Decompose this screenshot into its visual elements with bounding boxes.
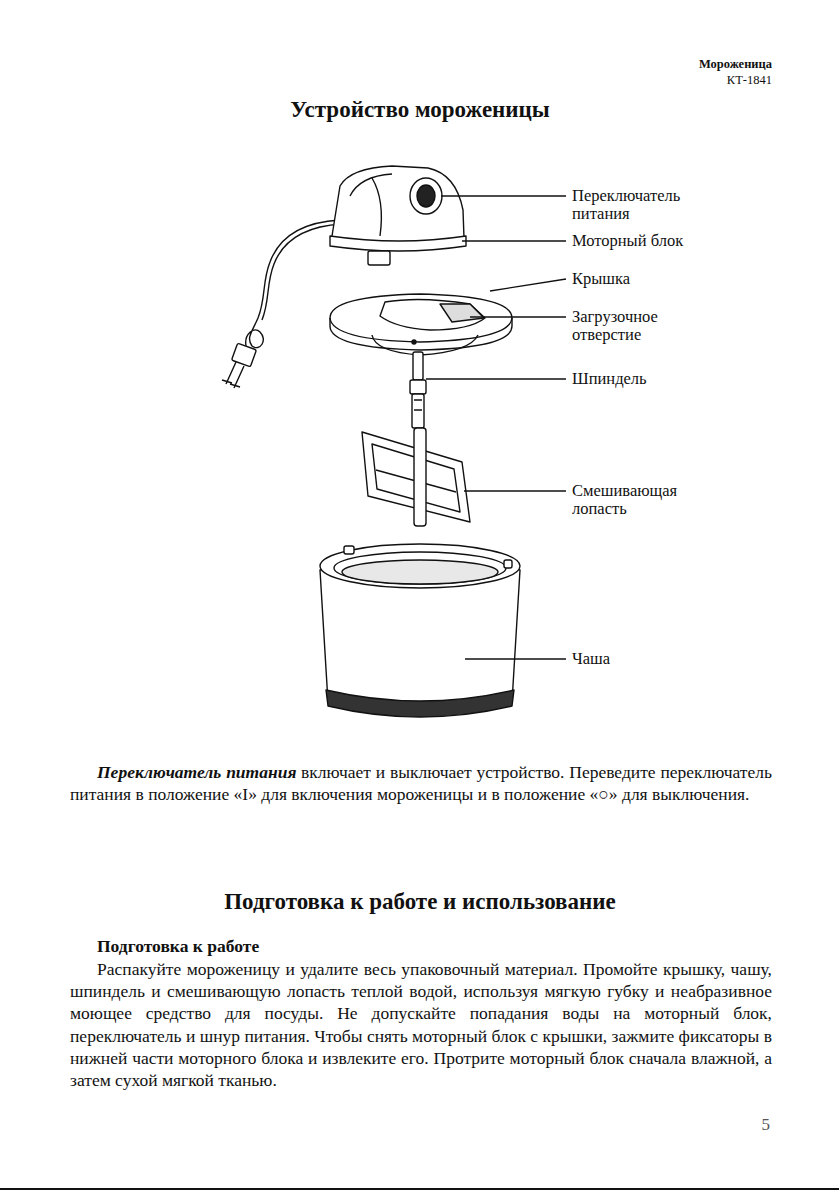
part-label: Смешивающая лопасть [572,482,712,518]
term: Переключатель питания [97,762,296,782]
paragraph: Переключатель питаниявключает и выключае… [70,761,772,805]
part-label: Шпиндель [572,370,772,388]
part-label: Переключатель питания [572,187,712,223]
part-label: Крышка [572,270,772,288]
running-header: Мороженица [600,57,772,72]
page-edge [0,1188,839,1190]
part-label: Загрузочное отверстие [572,308,712,344]
page-number: 5 [740,1115,770,1135]
subheading: Подготовка к работе [97,935,597,957]
leader-lines [426,196,566,659]
part-label: Чаша [572,650,772,668]
page-title: Устройство мороженицы [120,96,720,124]
body-paragraph: Распакуйте мороженицу и удалите весь упа… [70,958,772,1091]
part-label: Моторный блок [572,232,772,250]
section-heading: Подготовка к работе и использование [120,888,720,916]
model-number: КТ-1841 [600,73,772,88]
